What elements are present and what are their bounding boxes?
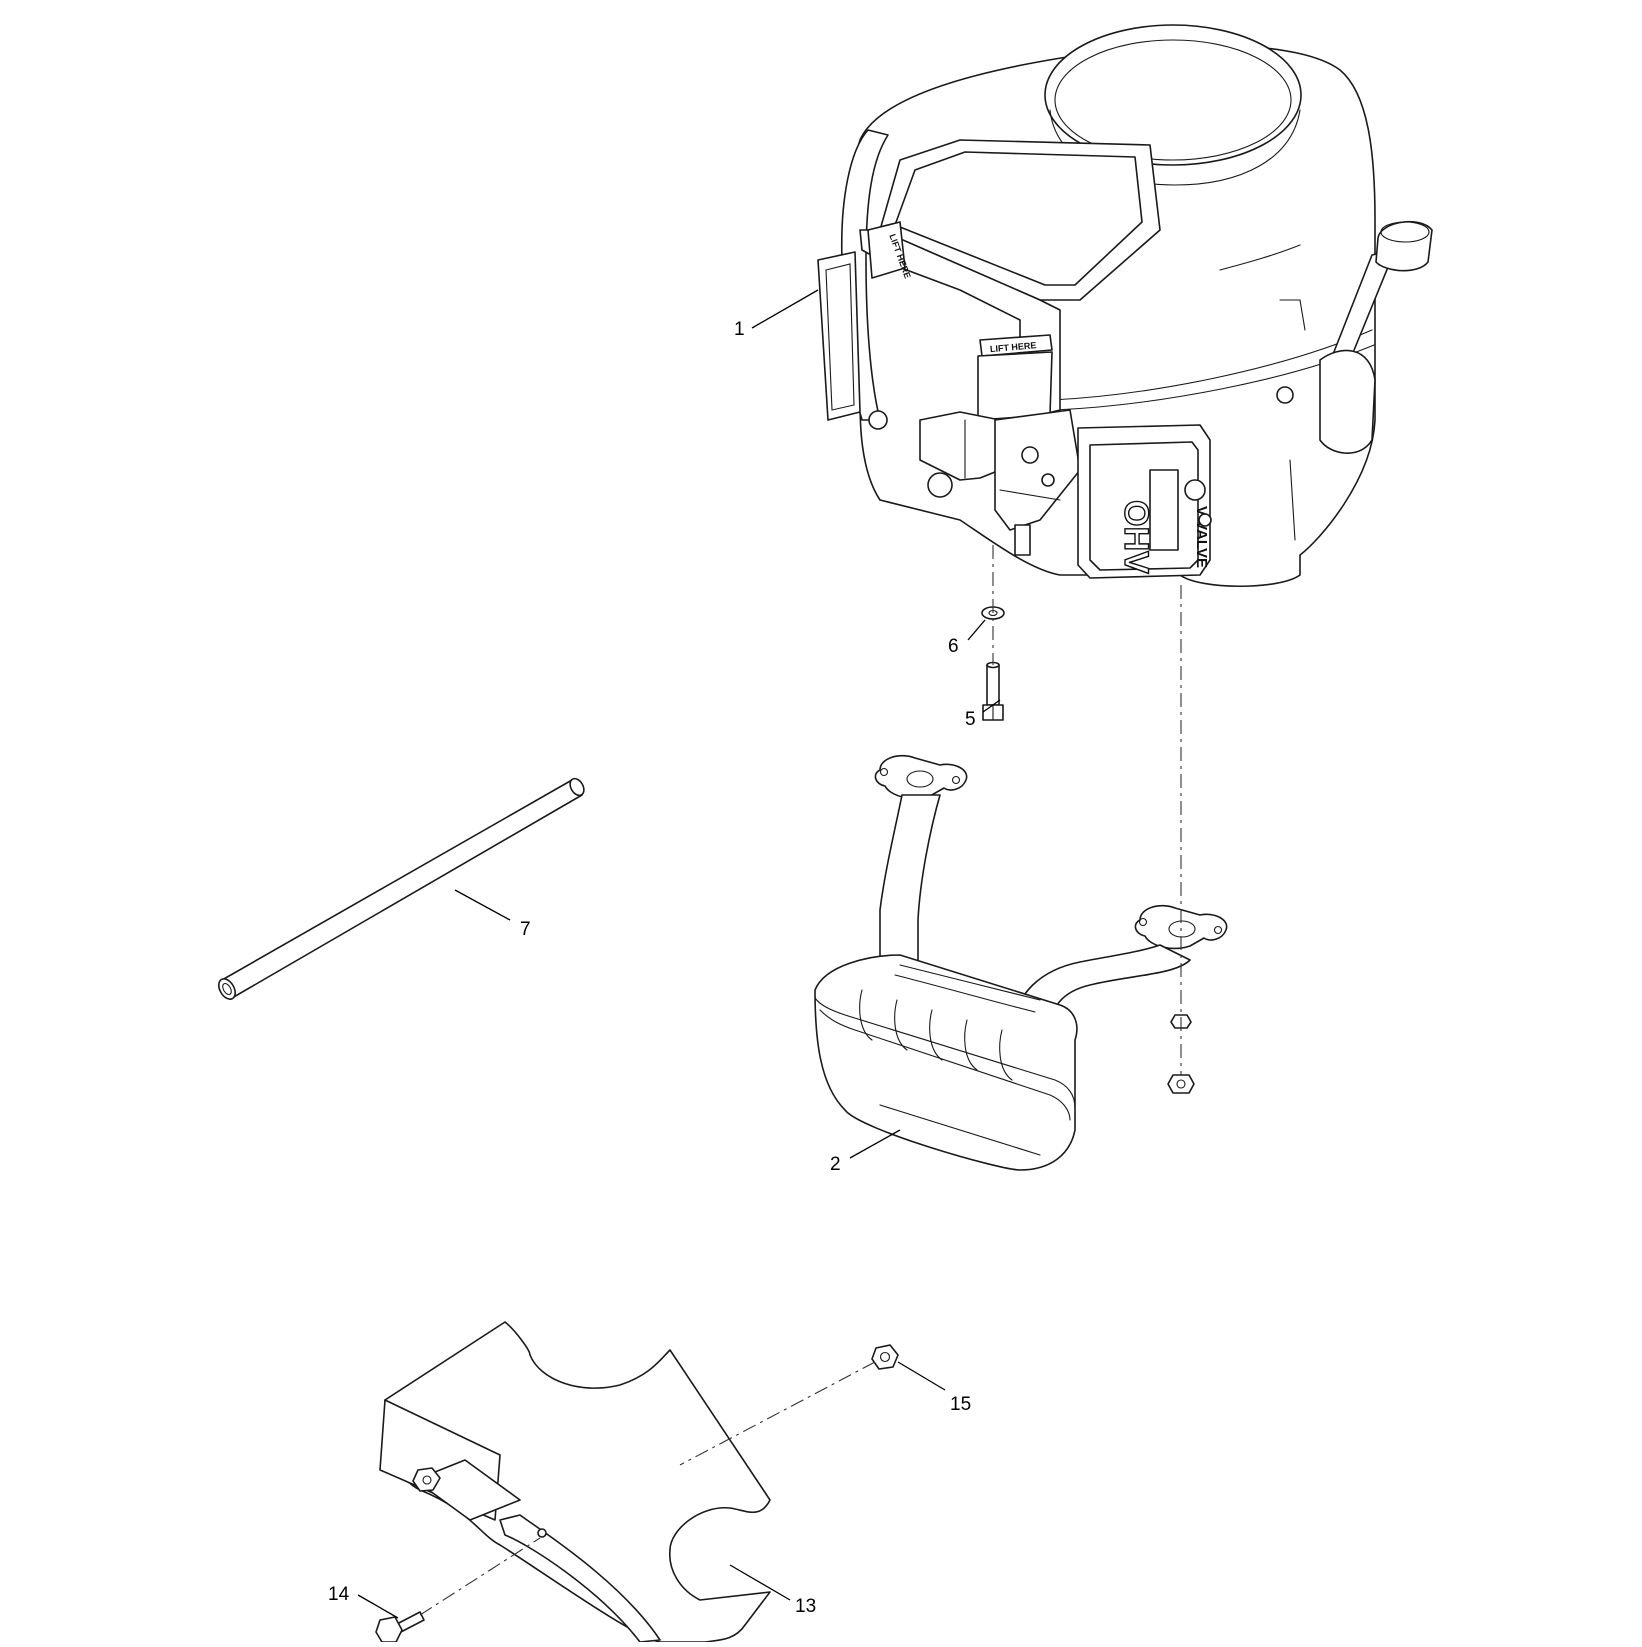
callout-label-7: 7 xyxy=(520,919,531,940)
engine: LIFT HERE LIFT HERE OHV V-VALVE xyxy=(817,24,1433,588)
callout-label-5: 5 xyxy=(965,709,976,730)
top-panel-window xyxy=(894,151,1143,286)
callout-1: 1 xyxy=(734,289,819,340)
muffler-body xyxy=(814,954,1078,1171)
nut xyxy=(1167,1074,1195,1094)
valve-cover-text: OHV xyxy=(1117,500,1155,574)
callout-15: 15 xyxy=(897,1361,971,1415)
air-filter-cover xyxy=(1044,24,1302,166)
linkage-plate xyxy=(994,409,1081,531)
dipstick-cap xyxy=(1375,221,1433,272)
front-guard xyxy=(977,351,1053,421)
lift-tab-left xyxy=(867,221,906,279)
bolt-14 xyxy=(375,1611,425,1643)
side-panel xyxy=(817,251,861,421)
nut-15 xyxy=(871,1344,899,1370)
callout-label-15: 15 xyxy=(950,1394,971,1415)
callout-label-14: 14 xyxy=(328,1584,350,1605)
heat-shield xyxy=(379,1321,771,1643)
muffler-flange-left xyxy=(874,754,968,800)
heat-shield-body xyxy=(384,1321,771,1643)
lift-label-front: LIFT HERE xyxy=(990,340,1037,354)
callout-5: 5 xyxy=(965,699,1001,730)
bolt-5 xyxy=(982,661,1004,721)
callout-label-2: 2 xyxy=(830,1154,841,1175)
callout-label-13: 13 xyxy=(795,1596,816,1617)
starter-motor xyxy=(1319,349,1376,454)
muffler xyxy=(814,754,1228,1171)
tube xyxy=(218,777,585,1000)
callout-6: 6 xyxy=(948,619,986,657)
assembly-line-shield xyxy=(679,1361,876,1466)
callout-label-1: 1 xyxy=(734,319,745,340)
callout-2: 2 xyxy=(830,1129,901,1175)
callout-7: 7 xyxy=(454,889,531,940)
lift-tab-front xyxy=(979,334,1053,357)
callout-13: 13 xyxy=(729,1564,816,1617)
callout-label-6: 6 xyxy=(948,636,959,657)
callout-14: 14 xyxy=(328,1584,399,1619)
carburetor-bracket xyxy=(919,411,1001,481)
assembly-line-bolt-14 xyxy=(419,1537,541,1616)
muffler-flange-right xyxy=(1134,904,1228,950)
